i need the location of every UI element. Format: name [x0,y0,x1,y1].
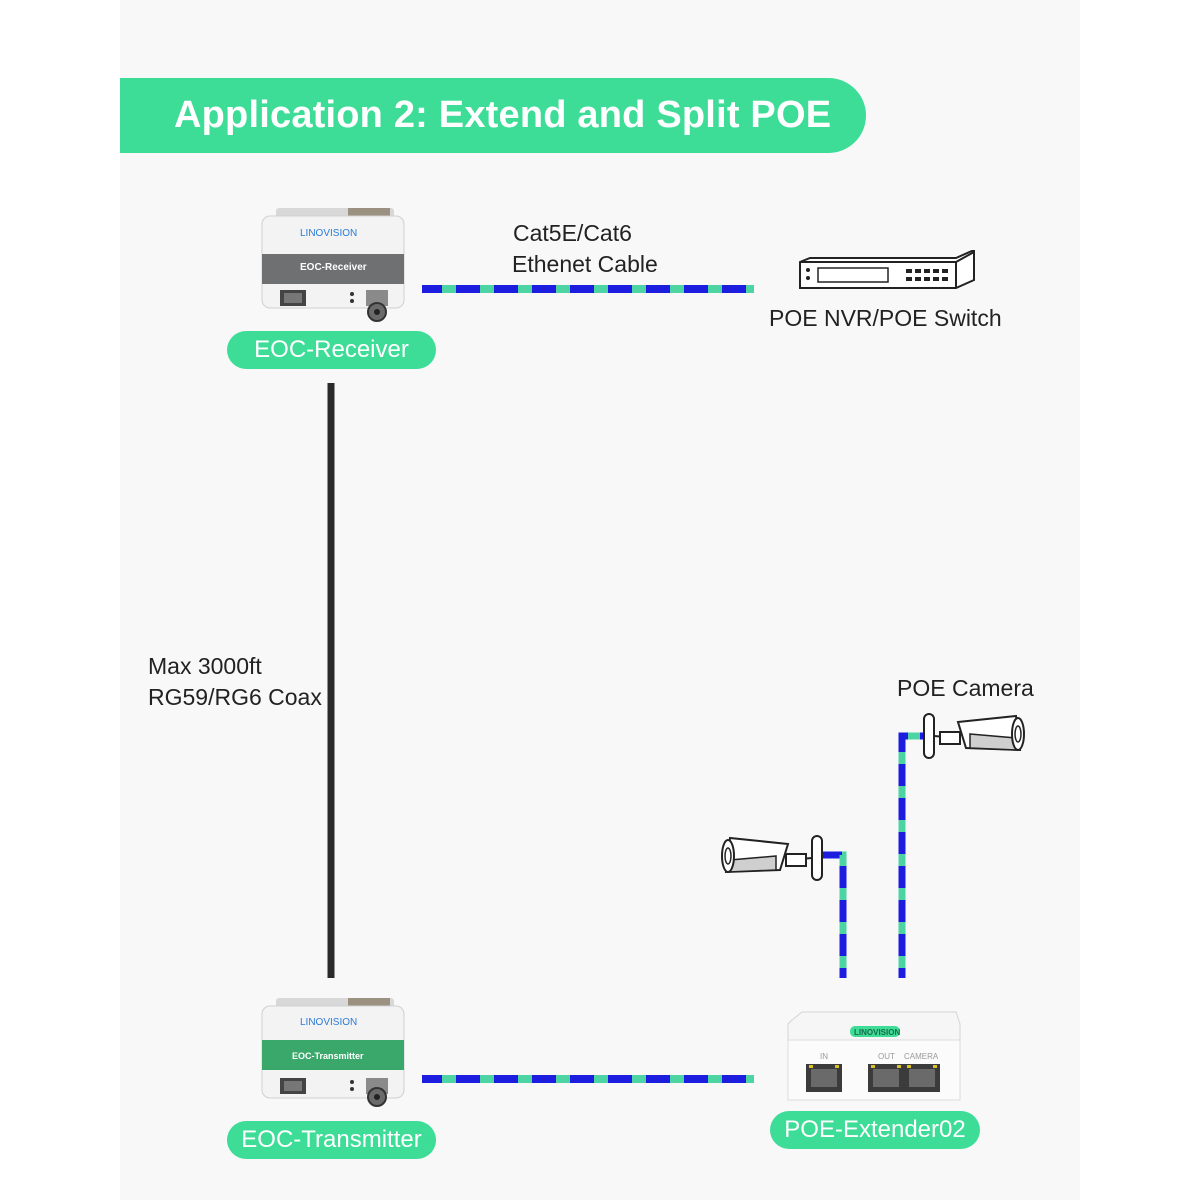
bullet-camera-icon [721,835,823,881]
bullet-camera-icon [923,713,1025,759]
ethernet-cable-left-camera [820,851,847,978]
transmitter-body-label: EOC-Transmitter [292,1051,364,1061]
extender-brand-text: LINOVISION [854,1028,900,1037]
poe-camera-label: POE Camera [897,675,1034,701]
eoc-receiver-pill: EOC-Receiver [227,331,436,369]
receiver-body-label: EOC-Receiver [300,262,367,273]
ethernet-cable-top-camera [898,732,928,978]
poe-extender-device: LINOVISION IN OUT CAMERA [787,1011,961,1101]
transmitter-brand-text: LINOVISION [300,1017,357,1028]
extender-port-in-label: IN [820,1052,828,1061]
eoc-transmitter-device: LINOVISION EOC-Transmitter [261,998,405,1107]
page-title: Application 2: Extend and Split POE [174,94,832,136]
extender-port-out-label: OUT [878,1052,895,1061]
eoc-transmitter-pill: EOC-Transmitter [227,1121,436,1159]
switch-label: POE NVR/POE Switch [769,305,1002,331]
coax-label-line1: Max 3000ft [148,653,262,679]
nvr-switch-icon [799,250,975,289]
poe-extender-pill: POE-Extender02 [770,1111,980,1149]
receiver-brand-text: LINOVISION [300,228,357,239]
coax-label-line2: RG59/RG6 Coax [148,684,322,710]
title-banner: Application 2: Extend and Split POE [120,78,866,153]
ethernet-label-line2: Ethenet Cable [512,251,658,277]
extender-port-camera-label: CAMERA [904,1052,939,1061]
ethernet-label-line1: Cat5E/Cat6 [513,220,632,246]
eoc-receiver-device: LINOVISION EOC-Receiver [261,208,405,322]
